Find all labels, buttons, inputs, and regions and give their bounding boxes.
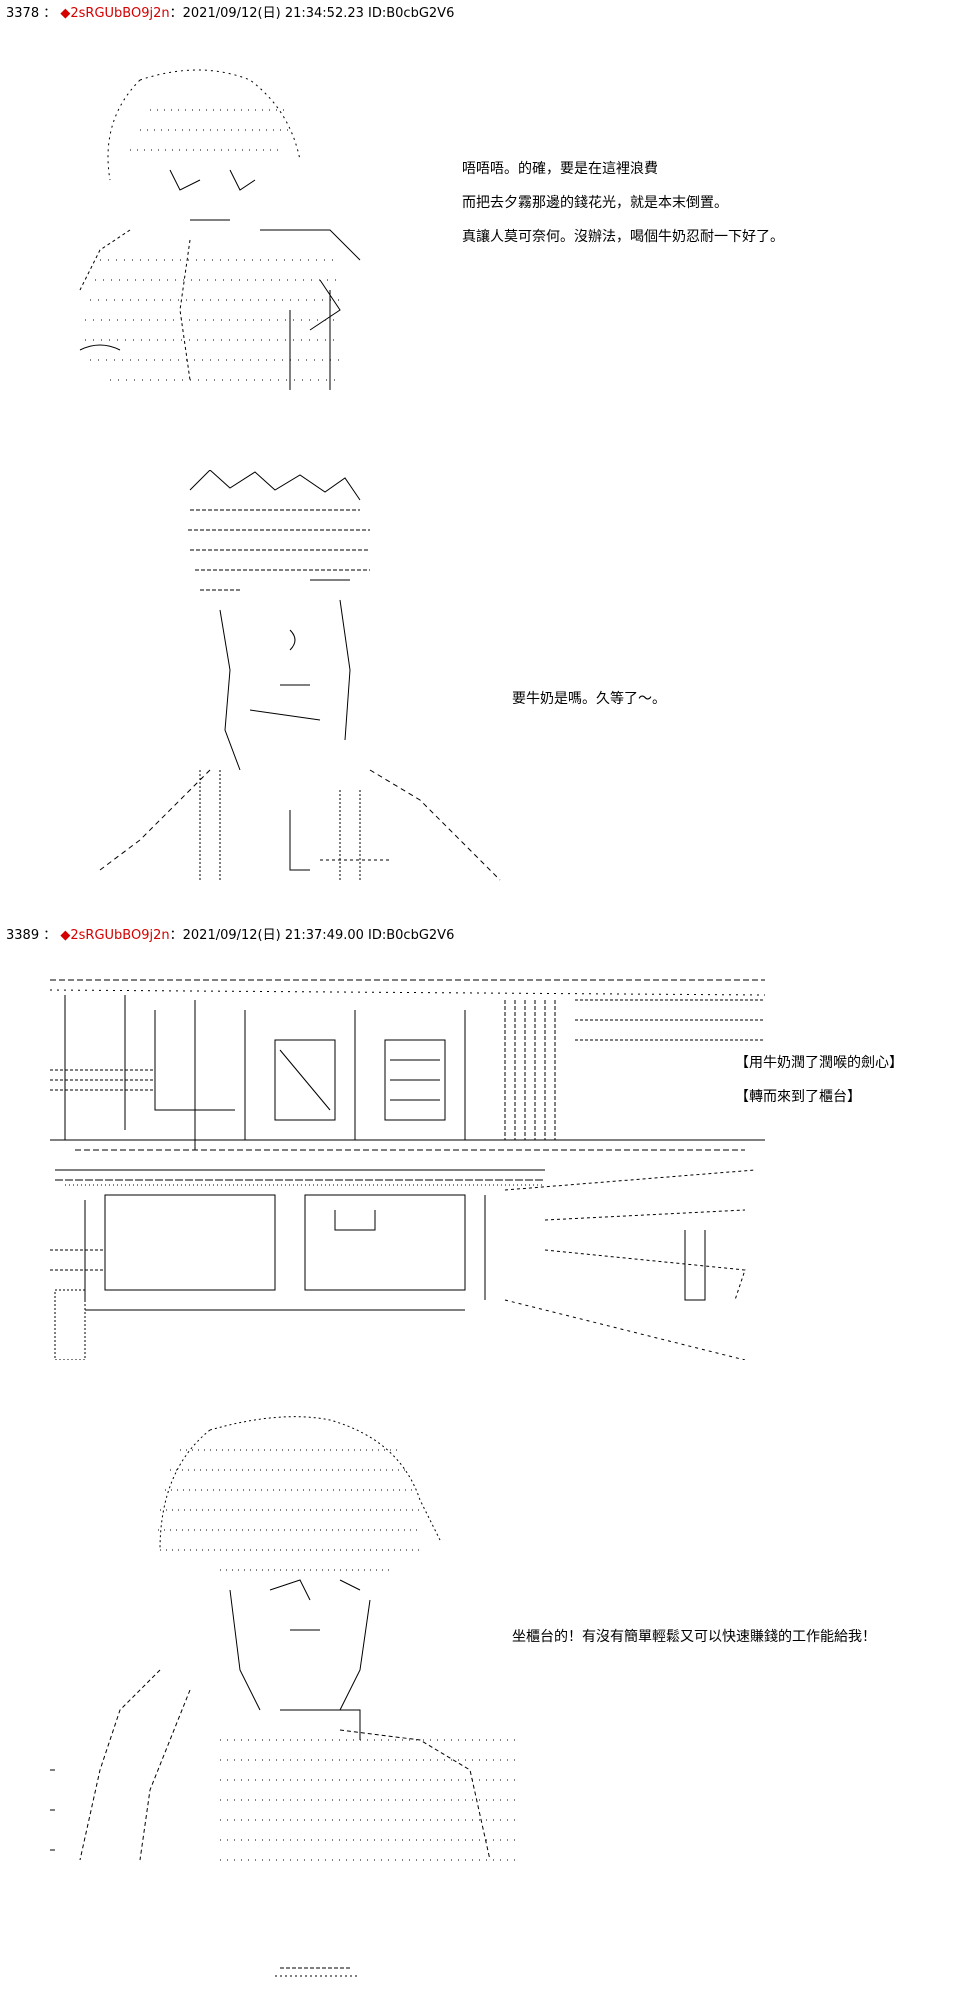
narration-block: 【用牛奶潤了潤喉的劍心】 【轉而來到了櫃台】	[735, 1046, 903, 1114]
post-separator: ：	[43, 928, 57, 943]
ascii-art-bottom-fragment	[270, 1960, 370, 1980]
dialogue-block-1: 唔唔唔。的確，要是在這裡浪費 而把去夕霧那邊的錢花光，就是本末倒置。 真讓人莫可…	[462, 152, 784, 254]
post-header-3378: 3378 ： ◆2sRGUbBO9j2n：2021/09/12(日) 21:34…	[6, 6, 454, 22]
dialogue-line: 坐櫃台的！有沒有簡單輕鬆又可以快速賺錢的工作能給我！	[512, 1629, 876, 1645]
ascii-art-long-haired-character	[40, 50, 400, 400]
narration-line: 【轉而來到了櫃台】	[735, 1089, 861, 1105]
post-separator: ：	[43, 6, 57, 21]
dialogue-line: 要牛奶是嗎。久等了～。	[512, 691, 666, 707]
dialogue-block-2: 要牛奶是嗎。久等了～。	[512, 682, 666, 716]
trip-marker-icon: ◆	[60, 6, 71, 21]
ascii-art-swordsman-character	[40, 1410, 540, 1870]
post-datetime: ：2021/09/12(日) 21:37:49.00 ID:B0cbG2V6	[169, 928, 455, 943]
poster-trip[interactable]: 2sRGUbBO9j2n	[70, 6, 170, 21]
post-datetime: ：2021/09/12(日) 21:34:52.23 ID:B0cbG2V6	[169, 6, 455, 21]
dialogue-block-3: 坐櫃台的！有沒有簡單輕鬆又可以快速賺錢的工作能給我！	[512, 1620, 876, 1654]
narration-line: 【用牛奶潤了潤喉的劍心】	[735, 1055, 903, 1071]
ascii-art-spiky-haired-character	[40, 470, 560, 890]
post-number: 3389	[6, 928, 40, 943]
post-header-3389: 3389 ： ◆2sRGUbBO9j2n：2021/09/12(日) 21:37…	[6, 928, 454, 944]
dialogue-line: 真讓人莫可奈何。沒辦法，喝個牛奶忍耐一下好了。	[462, 229, 784, 245]
dialogue-line: 唔唔唔。的確，要是在這裡浪費	[462, 161, 658, 177]
trip-marker-icon: ◆	[60, 928, 71, 943]
post-number: 3378	[6, 6, 40, 21]
ascii-art-shop-counter	[45, 970, 775, 1360]
dialogue-line: 而把去夕霧那邊的錢花光，就是本末倒置。	[462, 195, 728, 211]
poster-trip[interactable]: 2sRGUbBO9j2n	[70, 928, 170, 943]
